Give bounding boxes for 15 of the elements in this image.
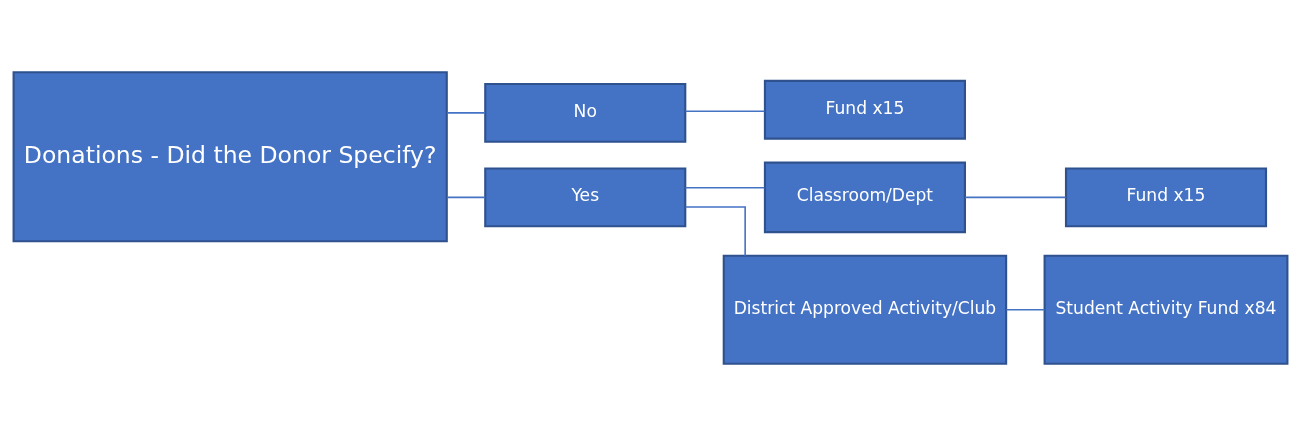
node-box: Donations - Did the Donor Specify? — [12, 70, 448, 242]
node-box: Student Activity Fund x84 — [1043, 254, 1289, 365]
connector — [964, 196, 1067, 198]
connector — [1005, 308, 1046, 310]
node-box: Fund x15 — [763, 79, 966, 140]
node-box: District Approved Activity/Club — [722, 254, 1008, 365]
connector — [446, 111, 486, 114]
node-box: Yes — [484, 166, 687, 227]
node-box: No — [484, 82, 687, 143]
connector — [684, 186, 766, 189]
node-box: Fund x15 — [1064, 166, 1268, 227]
connector — [446, 196, 486, 198]
connector — [684, 110, 766, 112]
connector — [684, 205, 746, 256]
node-box: Classroom/Dept — [763, 161, 966, 233]
